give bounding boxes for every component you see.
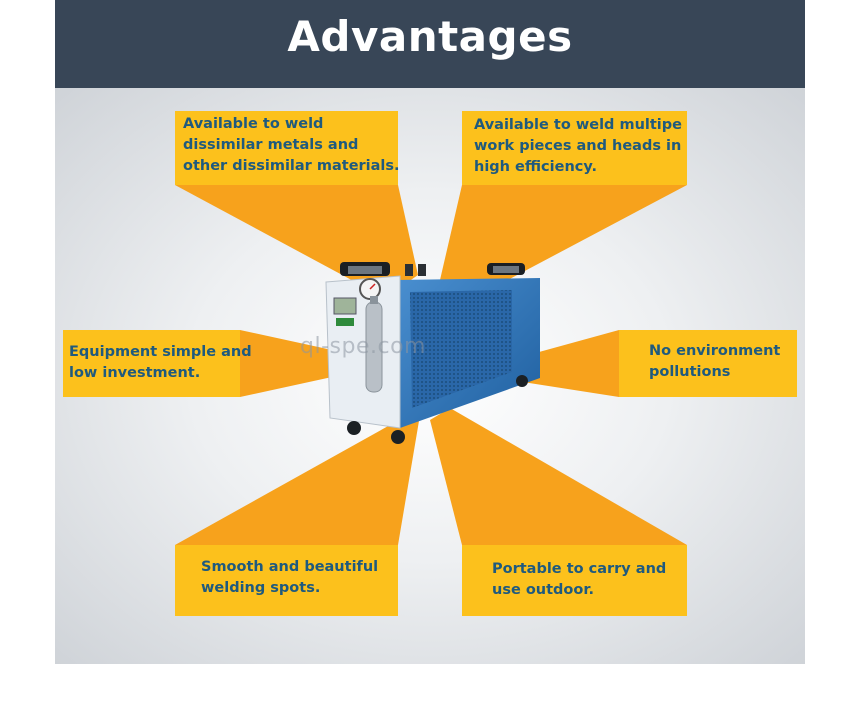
- page-title: Advantages: [287, 12, 573, 61]
- ray-bottom-left: [175, 415, 420, 545]
- header-bar: [55, 0, 805, 88]
- ray-mid-left: [240, 330, 355, 397]
- callout-text-top-right: Available to weld multipe work pieces an…: [474, 117, 682, 175]
- callout-text-bottom-left: Smooth and beautiful welding spots.: [201, 559, 379, 596]
- callout-text-mid-left: Equipment simple and low investment.: [69, 344, 252, 381]
- ray-bottom-right: [430, 408, 687, 545]
- callout-box-top-left: [175, 111, 398, 185]
- callout-text-top-left: Available to weld dissimilar metals and …: [183, 116, 400, 174]
- callout-box-bottom-left: [175, 545, 398, 616]
- callout-box-top-right: [462, 111, 687, 185]
- callout-box-bottom-right: [462, 545, 687, 616]
- callout-text-mid-right: No environment pollutions: [649, 343, 781, 380]
- callout-box-mid-left: [63, 330, 240, 397]
- watermark-text: ql-spe.com: [300, 334, 426, 359]
- callout-text-bottom-right: Portable to carry and use outdoor.: [492, 561, 667, 598]
- callout-box-mid-right: [619, 330, 797, 397]
- ray-mid-right: [510, 330, 619, 397]
